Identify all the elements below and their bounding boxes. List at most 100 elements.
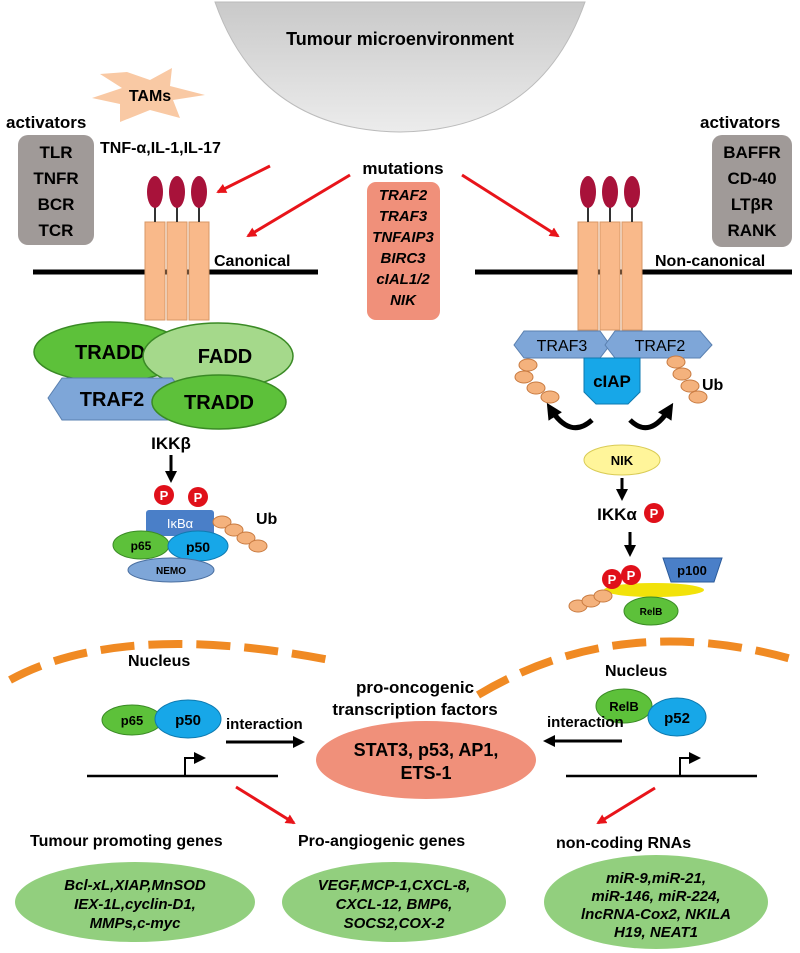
output-genes-tumour: Bcl-xL,XIAP,MnSODIEX-1L,cyclin-D1,MMPs,c…	[64, 877, 206, 932]
phospho-ikba-2-label: P	[194, 490, 203, 505]
nucleus-envelope-right	[475, 637, 797, 699]
receptor-noncanonical	[577, 176, 643, 331]
receptor-canonical	[144, 176, 210, 321]
tams-label: TAMs	[129, 88, 171, 105]
interaction-left-label: interaction	[226, 716, 303, 733]
mutation-item-5: NIK	[390, 292, 417, 309]
ub-noncanonical-label: Ub	[702, 377, 724, 394]
output-heading-tumour: Tumour promoting genes	[30, 833, 223, 850]
tradd-top-label: TRADD	[75, 342, 145, 364]
ub-canonical-label: Ub	[256, 511, 278, 528]
mutations-label: mutations	[362, 159, 443, 178]
noncanonical-label: Non-canonical	[655, 253, 765, 270]
mutation-item-4: cIAL1/2	[376, 271, 430, 288]
tss-left	[184, 752, 206, 776]
relb-cyto-label: RelB	[640, 607, 663, 618]
output-oval-tumour	[15, 862, 255, 942]
p100-label: p100	[677, 563, 707, 578]
phospho-p100-1-label: P	[608, 572, 617, 587]
phospho-p100-1	[602, 569, 622, 589]
traf3-label: TRAF3	[537, 338, 588, 355]
tumour-gene-line-1: IEX-1L,cyclin-D1,	[74, 896, 196, 913]
processing-bar	[604, 583, 704, 597]
tams-star-shape	[92, 68, 205, 122]
ikba	[146, 510, 214, 536]
arrow-mutations-to-canonical	[246, 173, 351, 238]
curved-arrow-right	[628, 402, 674, 431]
tradd-bottom	[151, 374, 287, 430]
phospho-ikba-1	[154, 485, 174, 505]
activator-left-item-0: TLR	[39, 143, 72, 162]
ncrna-line-3: H19, NEAT1	[614, 924, 698, 941]
ncrna-line-1: miR-146, miR-224,	[591, 888, 720, 905]
output-heading-angio: Pro-angiogenic genes	[298, 833, 465, 850]
arrow-to-noncoding	[596, 786, 656, 825]
activator-left-item-1: TNFR	[33, 169, 78, 188]
ub-chain-canonical	[212, 515, 268, 553]
cytokines-label: TNF-α,IL-1,IL-17	[100, 140, 221, 157]
ncrna-line-2: lncRNA-Cox2, NKILA	[581, 906, 731, 923]
ub-chain-left-noncanonical	[514, 358, 560, 404]
output-heading-ncrna: non-coding RNAs	[556, 835, 691, 852]
p50-nucleus-label: p50	[175, 712, 201, 729]
arrow-tams-to-receptor	[216, 164, 271, 194]
angio-gene-line-0: VEGF,MCP-1,CXCL-8,	[318, 877, 471, 894]
p65-nucleus-label: p65	[121, 713, 143, 728]
relb-nucleus	[595, 688, 653, 724]
ciap-label: cIAP	[593, 372, 631, 391]
activator-left-item-3: TCR	[39, 221, 74, 240]
nik	[583, 444, 661, 476]
ikkb-label: IKKβ	[151, 434, 191, 453]
ub-chain-p100	[568, 589, 613, 613]
tumour-gene-line-0: Bcl-xL,XIAP,MnSOD	[64, 877, 206, 894]
relb-nucleus-label: RelB	[609, 699, 639, 714]
mutations-box	[367, 182, 440, 320]
activators-left-list: TLR TNFR BCR TCR	[33, 143, 78, 240]
output-oval-angio	[282, 862, 506, 942]
angio-gene-line-2: SOCS2,COX-2	[344, 915, 446, 932]
phospho-ikba-2	[188, 487, 208, 507]
tumour-microenvironment-shape	[214, 1, 586, 133]
phospho-ikka	[644, 503, 664, 523]
curved-arrow-left	[546, 402, 594, 431]
ncrna-line-0: miR-9,miR-21,	[606, 870, 706, 887]
angio-gene-line-1: CXCL-12, BMP6,	[336, 896, 453, 913]
activators-left-box	[18, 135, 94, 245]
fadd-label: FADD	[198, 346, 252, 368]
activators-left-label: activators	[6, 113, 86, 132]
activator-right-item-0: BAFFR	[723, 143, 781, 162]
phospho-ikba-1-label: P	[160, 488, 169, 503]
mutation-item-3: BIRC3	[380, 250, 426, 267]
p50-nucleus	[154, 699, 222, 739]
phospho-p100-2	[621, 565, 641, 585]
ciap	[583, 357, 641, 405]
ub-chain-right-noncanonical	[666, 355, 708, 404]
p65-cyto-label: p65	[131, 539, 152, 553]
activator-right-item-1: CD-40	[727, 169, 776, 188]
output-genes-angio: VEGF,MCP-1,CXCL-8, CXCL-12, BMP6, SOCS2,CO…	[318, 877, 471, 932]
tf-line2: ETS-1	[400, 763, 451, 783]
nik-label: NIK	[611, 453, 634, 468]
p100	[662, 557, 723, 583]
nemo-label: NEMO	[156, 566, 186, 577]
ikka-label: IKKα	[597, 505, 637, 524]
tradd-bottom-label: TRADD	[184, 392, 254, 414]
traf2-noncanonical-label: TRAF2	[635, 338, 686, 355]
phospho-ikka-label: P	[650, 506, 659, 521]
tf-oval	[316, 721, 536, 799]
tf-heading-line2: transcription factors	[332, 700, 497, 719]
arrow-to-proangiogenic	[235, 785, 296, 825]
mutation-item-2: TNFAIP3	[372, 229, 434, 246]
p50-cyto-label: p50	[186, 539, 210, 555]
interaction-right-label: interaction	[547, 714, 624, 731]
ikba-label: IκBα	[167, 516, 194, 531]
traf2-noncanonical	[604, 330, 713, 359]
activators-right-label: activators	[700, 113, 780, 132]
tss-right	[679, 752, 701, 776]
traf2-canonical-label: TRAF2	[80, 389, 144, 411]
tf-line1: STAT3, p53, AP1,	[354, 740, 499, 760]
mutation-item-1: TRAF3	[379, 208, 428, 225]
activator-left-item-2: BCR	[38, 195, 75, 214]
